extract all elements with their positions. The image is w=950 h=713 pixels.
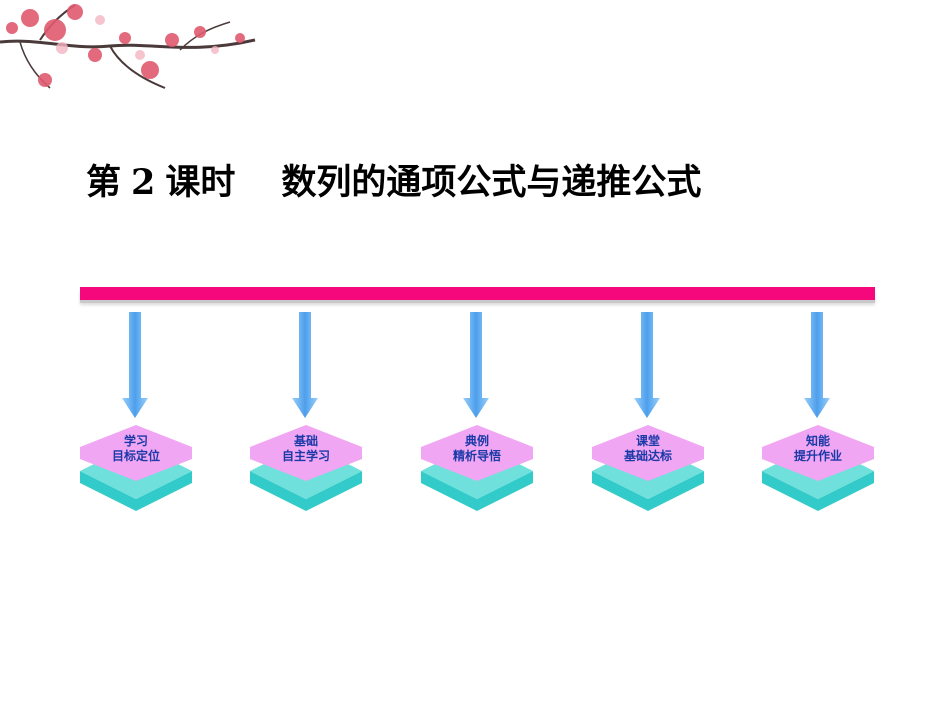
down-arrow-icon [634,312,660,418]
module-learning-objectives[interactable]: 学习 目标定位 [78,425,194,515]
title-part3: 数列的通项公式与递推公式 [281,163,702,203]
tile-shape [80,425,192,511]
tile-shape [250,425,362,511]
down-arrow-icon [804,312,830,418]
tile-shape [421,425,533,511]
down-arrow-icon [463,312,489,418]
header-bar [80,287,875,300]
module-label: 学习 目标定位 [111,434,160,463]
module-examples[interactable]: 典例 精析导悟 [419,425,535,515]
module-homework[interactable]: 知能 提升作业 [760,425,876,515]
module-self-study[interactable]: 基础 自主学习 [248,425,364,515]
title-number: 2 [131,162,156,203]
module-label: 知能 提升作业 [793,434,842,463]
tile-shape [592,425,704,511]
module-classroom-basics[interactable]: 课堂 基础达标 [590,425,706,515]
module-label: 课堂 基础达标 [623,434,672,463]
title-part1: 第 [86,163,122,203]
title-part2: 课时 [165,163,236,203]
module-label: 基础 自主学习 [281,434,330,463]
tile-shape [762,425,874,511]
module-label: 典例 精析导悟 [452,434,501,463]
plum-blossom-decoration [0,4,256,89]
down-arrow-icon [122,312,148,418]
down-arrow-icon [292,312,318,418]
